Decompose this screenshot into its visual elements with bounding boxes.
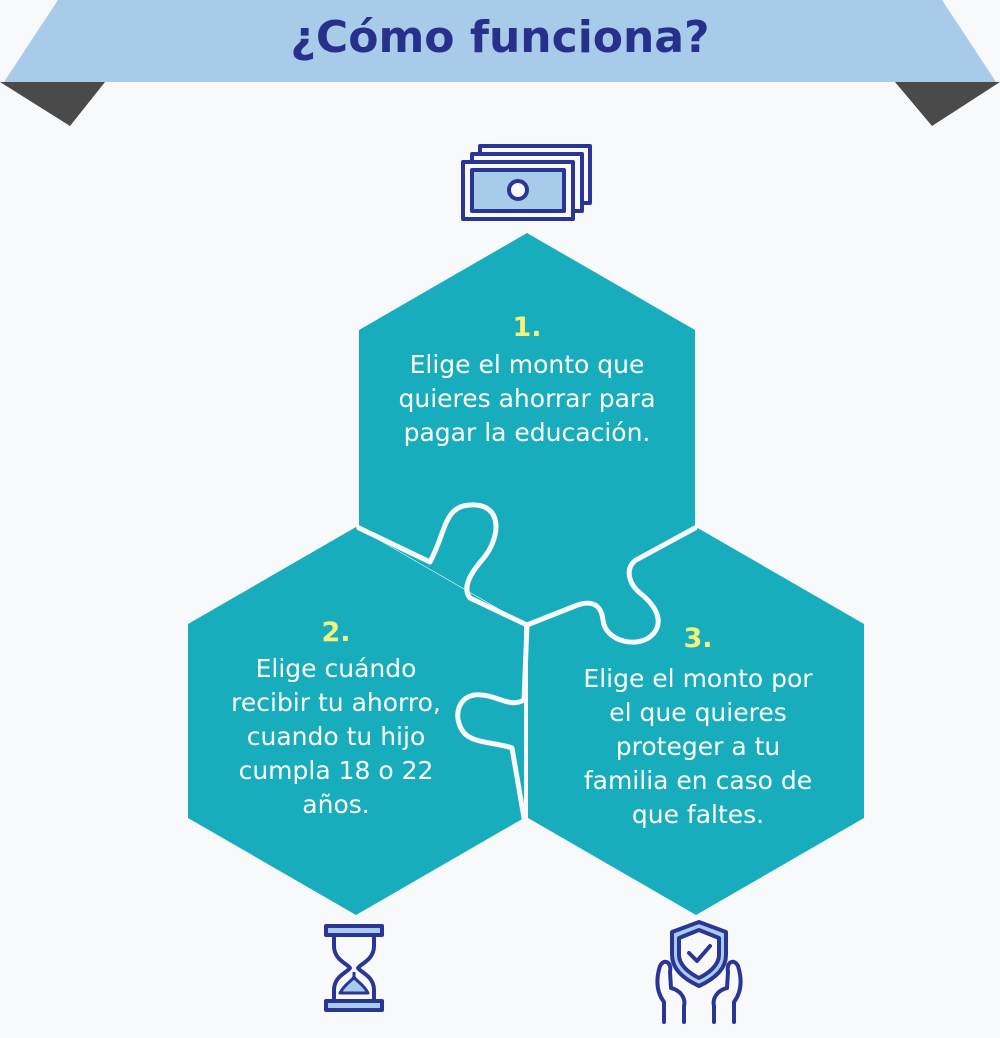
title-ribbon [4, 0, 996, 82]
hexagon-step-3 [528, 527, 864, 915]
step-1-number: 1. [512, 312, 542, 343]
step-1-description: Elige el monto que quieres ahorrar para … [372, 348, 682, 450]
page-title: ¿Cómo funciona? [290, 12, 710, 63]
step-2-description: Elige cuándo recibir tu ahorro, cuando t… [196, 652, 476, 822]
seam-2-3 [455, 622, 530, 821]
step-2-line: cuando tu hijo [246, 722, 426, 751]
step-3-line: el que quieres [609, 698, 787, 727]
ribbon-fold-right [895, 82, 1000, 126]
seam-1-2 [356, 502, 530, 628]
step-2-line: años. [302, 790, 370, 819]
ribbon-fold-left [0, 82, 105, 126]
step-3-description: Elige el monto por el que quieres proteg… [548, 662, 848, 832]
money-bills-icon [461, 144, 592, 221]
step-3-line: Elige el monto por [583, 664, 813, 693]
puzzle-seams [356, 502, 698, 821]
step-3-line: proteger a tu [615, 732, 781, 761]
step-2-line: cumpla 18 o 22 [238, 756, 434, 785]
step-3-number: 3. [683, 623, 713, 654]
hexagon-step-2 [188, 527, 524, 915]
step-3-line: familia en caso de [583, 766, 813, 795]
step-2-line: recibir tu ahorro, [231, 688, 441, 717]
step-3-line: que faltes. [631, 800, 765, 829]
step-2-line: Elige cuándo [255, 654, 417, 683]
hourglass-icon [324, 924, 384, 1012]
step-1-line: Elige el monto que [409, 350, 645, 379]
step-1-line: quieres ahorrar para [398, 384, 656, 413]
step-2-number: 2. [321, 617, 351, 648]
step-1-line: pagar la educación. [403, 418, 651, 447]
seam-1-3 [524, 525, 698, 645]
protection-shield-hands-icon [655, 920, 743, 1024]
